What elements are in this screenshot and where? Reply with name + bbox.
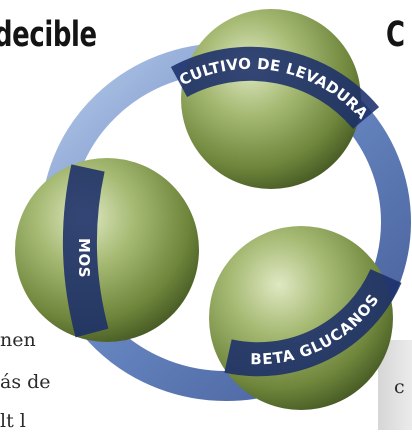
heading-right-fragment: C	[386, 15, 405, 55]
body-text-line-1: nen	[0, 329, 36, 351]
sphere-left	[15, 158, 199, 342]
right-text-fragment: c	[394, 376, 405, 398]
body-text-line-3: lt l	[0, 410, 26, 432]
band-top	[170, 46, 380, 130]
three-circle-diagram: CULTIVO DE LEVADURA BETA GLUCANOS MOS	[15, 9, 411, 410]
heading-left-fragment: decible	[0, 15, 97, 55]
label-left: MOS	[75, 238, 93, 278]
band-left	[62, 164, 109, 338]
band-right	[224, 268, 402, 377]
body-text-line-2: ás de	[0, 371, 51, 393]
